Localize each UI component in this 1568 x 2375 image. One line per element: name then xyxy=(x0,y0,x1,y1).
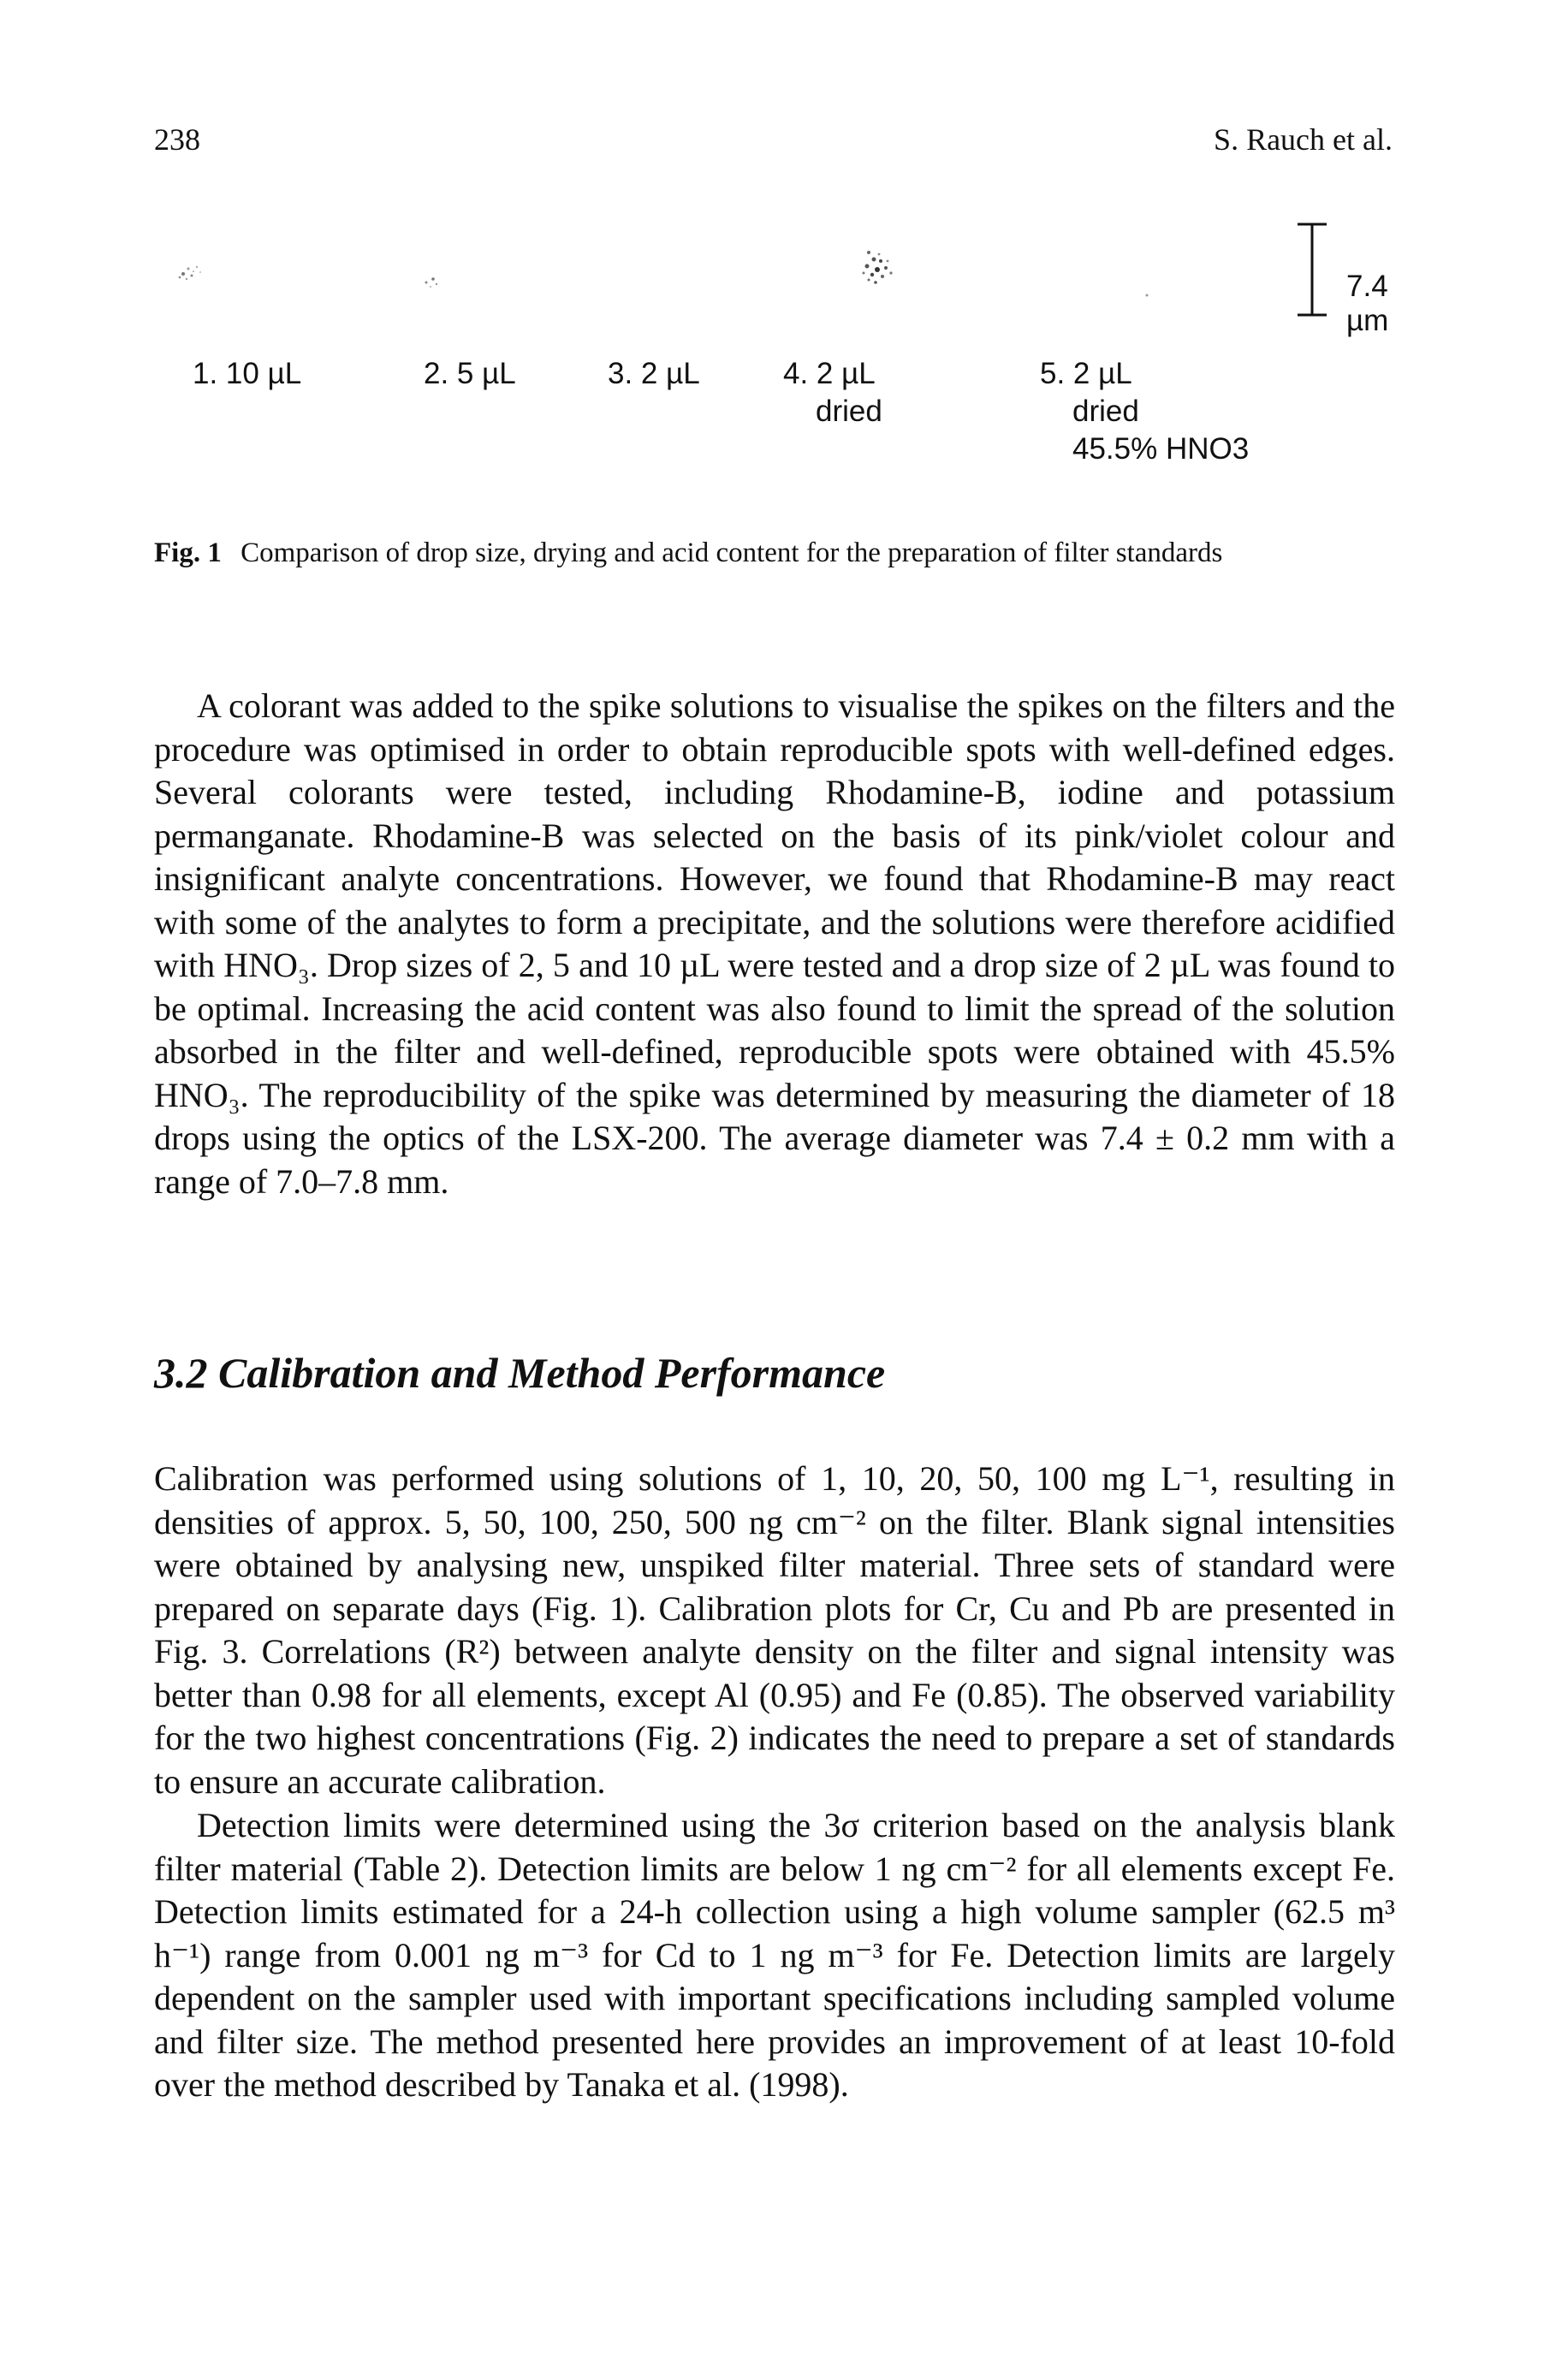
running-head: S. Rauch et al. xyxy=(1214,122,1393,157)
paragraph-detection-limits: Detection limits were determined using t… xyxy=(154,1806,1395,2104)
page-number: 238 xyxy=(154,122,200,157)
spot-label-2: 2. 5 µL xyxy=(424,357,516,390)
scale-bar xyxy=(1298,223,1327,317)
figure-1: 7.4 µm 1. 10 µL 2. 5 µL 3. 2 µL 4. 2 µL … xyxy=(154,214,1404,539)
figure-caption: Fig. 1 Comparison of drop size, drying a… xyxy=(154,537,1404,569)
page-header: 238 S. Rauch et al. xyxy=(154,122,1393,164)
paragraph-calibration: Calibration was performed using solution… xyxy=(154,1459,1395,1801)
section-heading: 3.2 Calibration and Method Performance xyxy=(154,1349,886,1397)
scale-bar-label: 7.4 µm xyxy=(1346,270,1389,337)
caption-label: Fig. 1 xyxy=(154,537,222,568)
spot-image-1 xyxy=(171,248,223,300)
spot-image-4 xyxy=(843,235,912,304)
paragraph-colorant: A colorant was added to the spike soluti… xyxy=(154,686,1395,1201)
caption-text: Comparison of drop size, drying and acid… xyxy=(241,537,1223,568)
spot-label-5: 5. 2 µL dried 45.5% HNO3 xyxy=(1040,357,1250,466)
spot-image-5 xyxy=(1138,287,1155,304)
spot-label-4: 4. 2 µL dried xyxy=(783,357,882,428)
spot-label-1: 1. 10 µL xyxy=(193,357,302,390)
spot-image-2 xyxy=(418,265,452,300)
spot-label-3: 3. 2 µL xyxy=(608,357,700,390)
